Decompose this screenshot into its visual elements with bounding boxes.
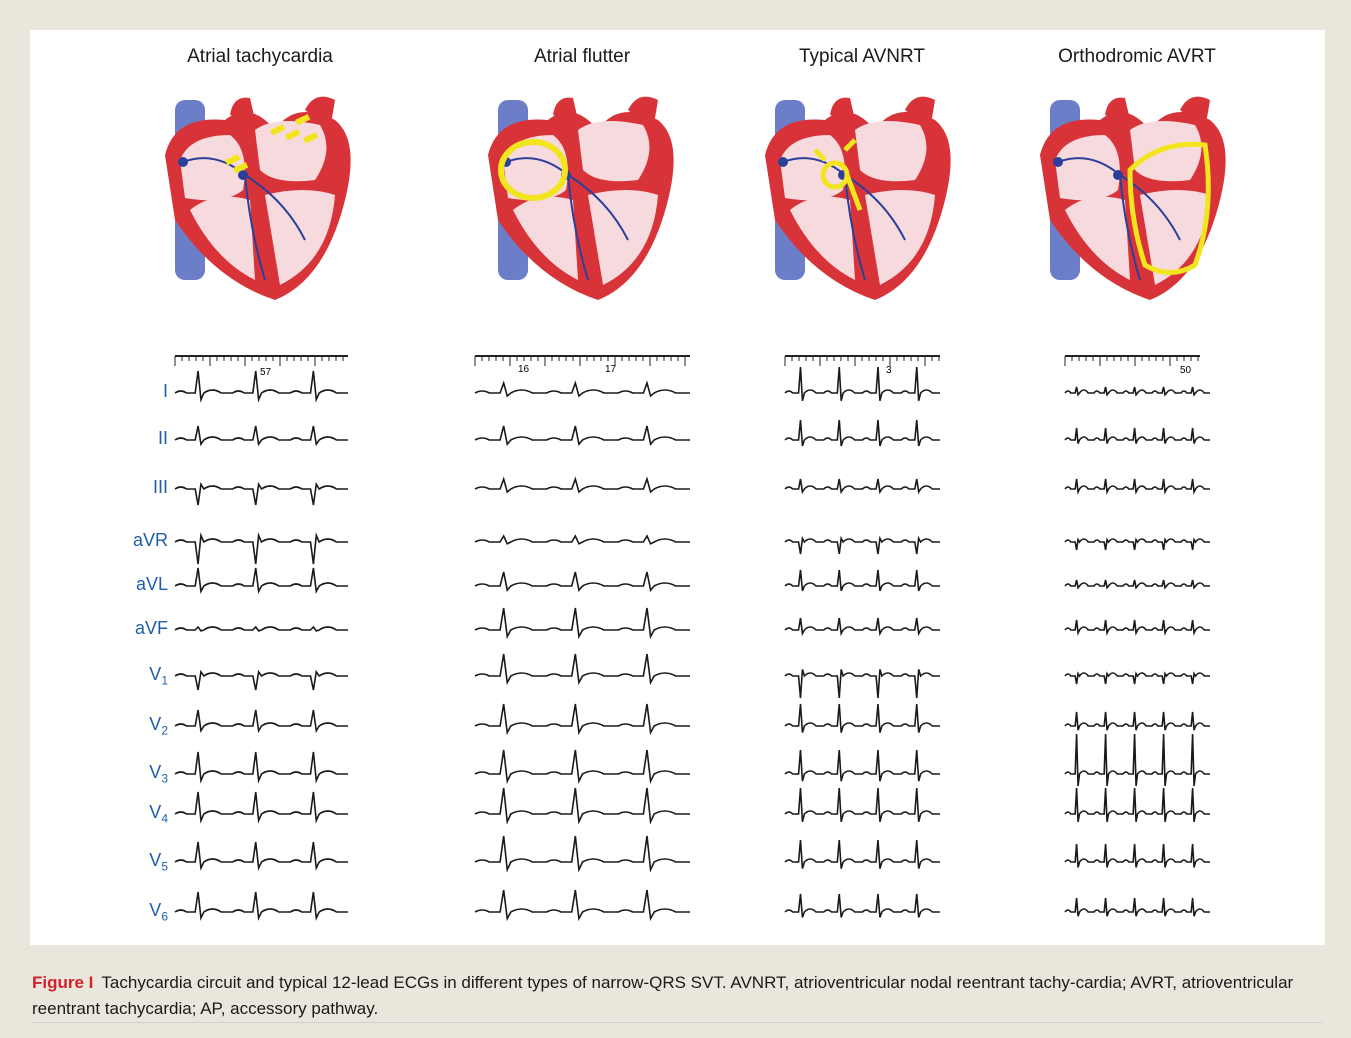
- time-ruler-2: [475, 356, 690, 366]
- caption-rule: [32, 1022, 1322, 1023]
- ecg-trace-col3-v1: [785, 669, 940, 698]
- ecg-trace-col4-i: [1065, 387, 1210, 395]
- ruler-label-col1: 57: [260, 367, 272, 378]
- lead-label-avf: aVF: [108, 618, 168, 639]
- ecg-trace-col1-v6: [175, 892, 348, 918]
- ecg-trace-col4-avr: [1065, 539, 1210, 550]
- left-atrium: [1130, 121, 1201, 181]
- heart-diagram-3: [765, 97, 951, 300]
- time-ruler-1: [175, 356, 348, 366]
- ecg-trace-col2-avr: [475, 536, 690, 544]
- lead-label-v2: V2: [108, 714, 168, 738]
- ecg-trace-col3-avf: [785, 618, 940, 634]
- ecg-trace-col1-v1: [175, 672, 348, 690]
- time-ruler-3: [785, 356, 940, 366]
- ecg-trace-col3-avl: [785, 570, 940, 591]
- av-node: [1113, 170, 1123, 180]
- ecg-trace-col2-v3: [475, 750, 690, 781]
- left-atrium: [255, 121, 326, 181]
- lead-label-v6: V6: [108, 900, 168, 924]
- ecg-trace-col4-v2: [1065, 712, 1210, 730]
- ruler-label-col2a: 16: [518, 364, 530, 375]
- ecg-trace-col4-v4: [1065, 788, 1210, 822]
- ecg-trace-col2-avf: [475, 608, 690, 637]
- ecg-trace-col4-v5: [1065, 844, 1210, 867]
- lead-label-iii: III: [108, 477, 168, 498]
- heart-diagram-1: [165, 97, 351, 300]
- ecg-trace-col3-iii: [785, 479, 940, 492]
- ruler-label-col3: 3: [886, 365, 892, 376]
- ecg-trace-col1-avl: [175, 568, 348, 591]
- ecg-trace-col4-v1: [1065, 673, 1210, 684]
- ecg-trace-col2-v4: [475, 788, 690, 822]
- figure-label: Figure I: [32, 973, 93, 992]
- lead-label-avl: aVL: [108, 574, 168, 595]
- ecg-trace-col1-ii: [175, 426, 348, 444]
- sa-node: [1053, 157, 1063, 167]
- lead-label-ii: II: [108, 428, 168, 449]
- heart-diagram-2: [488, 97, 674, 300]
- ecg-trace-col4-avf: [1065, 620, 1210, 633]
- ecg-trace-col2-ii: [475, 426, 690, 444]
- lead-label-i: I: [108, 381, 168, 402]
- ecg-trace-col1-iii: [175, 484, 348, 505]
- ecg-trace-col2-avl: [475, 572, 690, 590]
- left-atrium: [855, 121, 926, 181]
- lead-label-v4: V4: [108, 802, 168, 826]
- ecg-trace-col1-avr: [175, 535, 348, 564]
- ecg-trace-col3-ii: [785, 420, 940, 446]
- ecg-trace-col4-ii: [1065, 428, 1210, 444]
- ecg-trace-col3-v4: [785, 788, 940, 822]
- ecg-trace-col3-v2: [785, 704, 940, 733]
- caption-text: Tachycardia circuit and typical 12-lead …: [32, 973, 1293, 1018]
- ecg-trace-col3-v5: [785, 840, 940, 869]
- ruler-label-col4: 50: [1180, 365, 1192, 376]
- ecg-trace-col3-i: [785, 367, 940, 401]
- ecg-trace-col2-iii: [475, 479, 690, 492]
- ecg-trace-col4-v3: [1065, 734, 1210, 786]
- ecg-trace-col1-v2: [175, 710, 348, 731]
- sa-node: [778, 157, 788, 167]
- lead-label-v3: V3: [108, 762, 168, 786]
- lead-label-v1: V1: [108, 664, 168, 688]
- ecg-trace-col1-v5: [175, 842, 348, 868]
- heart-diagram-4: [1040, 97, 1226, 300]
- lead-label-avr: aVR: [108, 530, 168, 551]
- ecg-trace-col3-avr: [785, 538, 940, 554]
- ecg-trace-col1-v4: [175, 792, 348, 821]
- ecg-trace-col2-v2: [475, 704, 690, 733]
- ruler-label-col2b: 17: [605, 364, 617, 375]
- left-atrium: [578, 121, 649, 181]
- ecg-trace-col1-avf: [175, 627, 348, 631]
- lead-label-v5: V5: [108, 850, 168, 874]
- ecg-trace-col2-v6: [475, 890, 690, 919]
- ecg-trace-col4-v6: [1065, 898, 1210, 916]
- ecg-trace-col3-v3: [785, 750, 940, 781]
- ecg-trace-col4-iii: [1065, 479, 1210, 492]
- sa-node: [178, 157, 188, 167]
- ecg-trace-col2-v5: [475, 836, 690, 870]
- ecg-trace-col2-v1: [475, 654, 690, 683]
- ecg-trace-col4-avl: [1065, 580, 1210, 588]
- ecg-trace-col3-v6: [785, 894, 940, 917]
- ecg-trace-col2-i: [475, 383, 690, 396]
- ecg-trace-col1-v3: [175, 752, 348, 781]
